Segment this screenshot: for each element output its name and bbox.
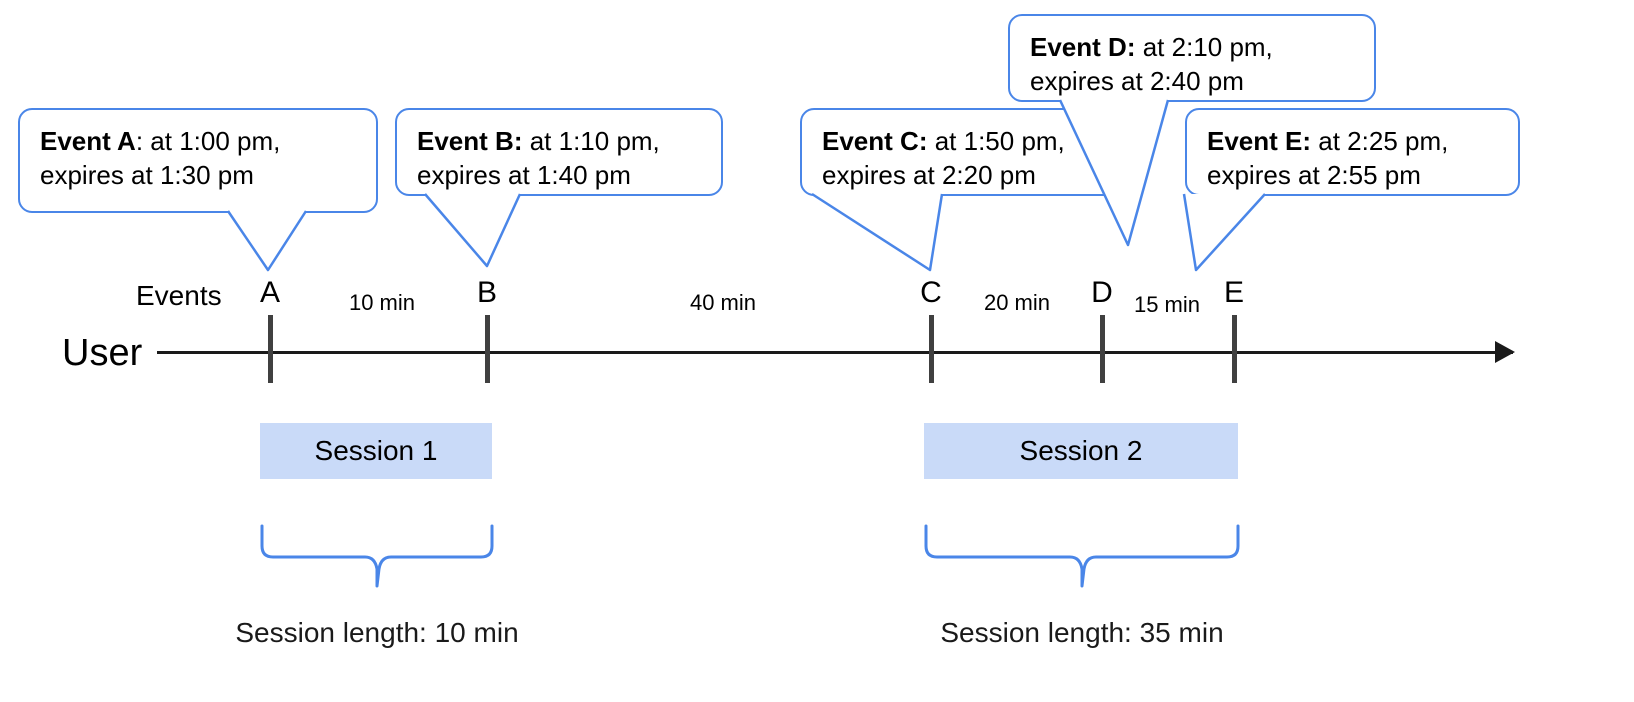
- callout-event-e: Event E: at 2:25 pm, expires at 2:55 pm: [1185, 108, 1520, 196]
- brace-path: [924, 524, 1240, 588]
- callout-line-2: expires at 2:20 pm: [822, 160, 1036, 191]
- callout-event-name: Event C:: [822, 126, 928, 156]
- callout-line-2: expires at 2:40 pm: [1030, 66, 1244, 97]
- callout-separator: :: [135, 126, 144, 156]
- callout-time-text: at 2:25 pm,: [1311, 126, 1449, 156]
- interval-label-ab: 10 min: [348, 290, 416, 315]
- callout-tail-a: [226, 210, 308, 272]
- session-brace-1: [260, 524, 494, 588]
- callout-event-name: Event D:: [1030, 32, 1136, 62]
- callout-time-text: at 1:00 pm,: [143, 126, 281, 156]
- interval-label-de: 15 min: [1133, 292, 1201, 317]
- callout-line-1: Event C: at 1:50 pm,: [822, 124, 1115, 158]
- callout-time-text: at 1:50 pm,: [927, 126, 1065, 156]
- event-label-c: C: [920, 276, 942, 309]
- session-length-label-2: Session length: 35 min: [940, 617, 1224, 648]
- callout-line-1: Event A: at 1:00 pm,: [40, 124, 358, 158]
- session-box-2: Session 2: [924, 423, 1238, 479]
- session-length-label-1: Session length: 10 min: [235, 617, 519, 648]
- timeline-arrow-icon: [1495, 341, 1515, 363]
- callout-line-1: Event E: at 2:25 pm,: [1207, 124, 1500, 158]
- brace-path: [260, 524, 494, 588]
- event-tick-c: [929, 315, 934, 383]
- callout-event-name: Event B:: [417, 126, 523, 156]
- callout-line-1: Event D: at 2:10 pm,: [1030, 30, 1356, 64]
- callout-time-text: at 1:10 pm,: [522, 126, 660, 156]
- callout-event-a: Event A: at 1:00 pm, expires at 1:30 pm: [18, 108, 378, 213]
- callout-event-name: Event E:: [1207, 126, 1312, 156]
- event-label-b: B: [476, 276, 497, 309]
- callout-event-c: Event C: at 1:50 pm, expires at 2:20 pm: [800, 108, 1135, 196]
- callout-tail-b: [424, 193, 522, 268]
- session-box-label: Session 1: [314, 435, 438, 466]
- callout-line-2: expires at 2:55 pm: [1207, 160, 1421, 191]
- event-label-a: A: [259, 276, 280, 309]
- callout-event-d: Event D: at 2:10 pm, expires at 2:40 pm: [1008, 14, 1376, 102]
- events-row-label: Events: [136, 280, 222, 311]
- callout-line-1: Event B: at 1:10 pm,: [417, 124, 703, 158]
- event-tick-e: [1232, 315, 1237, 383]
- callout-line-2: expires at 1:40 pm: [417, 160, 631, 191]
- callout-tail-e: [1182, 193, 1266, 272]
- session-box-1: Session 1: [260, 423, 492, 479]
- callout-tail-c: [811, 192, 944, 272]
- event-tick-a: [268, 315, 273, 383]
- event-tick-b: [485, 315, 490, 383]
- event-label-e: E: [1223, 276, 1244, 309]
- callout-event-name: Event A: [40, 126, 136, 156]
- callout-time-text: at 2:10 pm,: [1135, 32, 1273, 62]
- event-tick-d: [1100, 315, 1105, 383]
- interval-label-bc: 40 min: [689, 290, 757, 315]
- user-row-label: User: [62, 332, 143, 374]
- timeline-axis: [157, 351, 1513, 354]
- event-label-d: D: [1091, 276, 1113, 309]
- interval-label-cd: 20 min: [983, 290, 1051, 315]
- callout-line-2: expires at 1:30 pm: [40, 160, 254, 191]
- session-box-label: Session 2: [1019, 435, 1143, 466]
- callout-event-b: Event B: at 1:10 pm, expires at 1:40 pm: [395, 108, 723, 196]
- session-brace-2: [924, 524, 1240, 588]
